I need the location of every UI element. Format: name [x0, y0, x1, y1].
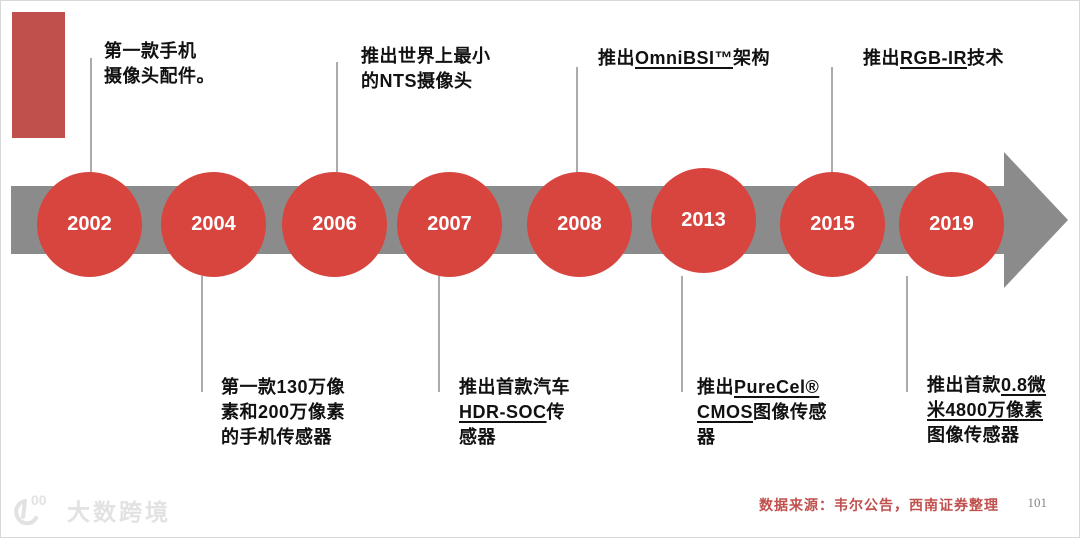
annotation-text: 第一款手机	[104, 41, 197, 61]
timeline-node-2008: 2008	[527, 172, 632, 277]
annotation-text: 推出	[863, 48, 900, 68]
timeline-node-2002: 2002	[37, 172, 142, 277]
annotation-line: 的NTS摄像头	[361, 69, 491, 94]
annotation-line: 推出首款0.8微	[927, 373, 1046, 398]
annotation-text: 素和200万像素	[221, 402, 346, 422]
annotation-line: 素和200万像素	[221, 400, 345, 425]
annotation-line: 推出OmniBSI™架构	[598, 46, 770, 71]
annotation-2006-smallest-nts-camera: 推出世界上最小的NTS摄像头	[361, 44, 491, 94]
watermark: 00 大数跨境	[11, 491, 171, 529]
annotation-2004-first-phone-sensors: 第一款130万像素和200万像素的手机传感器	[221, 375, 345, 450]
annotation-line: 米4800万像素	[927, 398, 1046, 423]
connector-line-2013	[681, 276, 683, 392]
annotation-text: 传	[546, 402, 565, 422]
annotation-text: 推出首款	[927, 375, 1001, 395]
connector-line-2004	[201, 276, 203, 392]
annotation-line: 图像传感器	[927, 423, 1046, 448]
year-label: 2008	[557, 213, 602, 235]
annotation-line: HDR-SOC传	[459, 400, 570, 425]
watermark-100-logo-icon: 00	[14, 492, 47, 526]
annotation-text: 感器	[459, 427, 496, 447]
annotation-text: 架构	[733, 48, 771, 68]
timeline-node-2007: 2007	[397, 172, 502, 277]
annotation-text: 技术	[967, 48, 1004, 68]
year-label: 2007	[427, 213, 472, 235]
annotation-text-underlined: OmniBSI™	[635, 48, 734, 68]
annotation-line: 的手机传感器	[221, 425, 345, 450]
data-source-note: 数据来源：韦尔公告，西南证券整理	[759, 497, 999, 513]
annotation-line: 摄像头配件。	[104, 64, 215, 89]
year-label: 2015	[810, 213, 855, 235]
connector-line-2008	[576, 67, 578, 173]
annotation-text: 推出	[697, 377, 734, 397]
connector-line-2007	[438, 276, 440, 392]
annotation-text: 的手机传感器	[221, 427, 332, 447]
timeline-node-2006: 2006	[282, 172, 387, 277]
connector-line-2019	[906, 276, 908, 392]
decorative-red-rectangle	[12, 12, 65, 138]
year-label: 2013	[681, 209, 726, 231]
timeline-node-2004: 2004	[161, 172, 266, 277]
svg-text:00: 00	[31, 492, 47, 508]
annotation-line: 第一款手机	[104, 39, 215, 64]
year-label: 2004	[191, 213, 236, 235]
annotation-line: 推出世界上最小	[361, 44, 491, 69]
annotation-text: 摄像头配件。	[104, 66, 215, 86]
annotation-text-underlined: PureCel®	[734, 377, 820, 397]
annotation-text: 推出	[598, 48, 635, 68]
annotation-line: CMOS图像传感	[697, 400, 827, 425]
annotation-text-underlined: 0.8微	[1001, 375, 1047, 395]
timeline-node-2019: 2019	[899, 172, 1004, 277]
annotation-text: 器	[697, 427, 716, 447]
annotation-2019-48mp-image-sensor: 推出首款0.8微米4800万像素图像传感器	[927, 373, 1046, 448]
connector-line-2006	[336, 62, 338, 173]
annotation-line: 器	[697, 425, 827, 450]
annotation-text-underlined: RGB-IR	[900, 48, 967, 68]
year-label: 2019	[929, 213, 974, 235]
annotation-text: 推出首款汽车	[459, 377, 570, 397]
annotation-line: 感器	[459, 425, 570, 450]
annotation-text: 推出世界上最小	[361, 46, 491, 66]
year-label: 2002	[67, 213, 112, 235]
annotation-line: 推出首款汽车	[459, 375, 570, 400]
annotation-line: 第一款130万像	[221, 375, 345, 400]
year-label: 2006	[312, 213, 357, 235]
annotation-text: 图像传感	[753, 402, 827, 422]
annotation-text-underlined: CMOS	[697, 402, 753, 422]
page-number: 101	[1027, 495, 1048, 510]
annotation-text-underlined: 米4800万像素	[927, 400, 1044, 420]
watermark-text: 大数跨境	[67, 499, 171, 525]
timeline-arrow-head-icon	[1004, 152, 1068, 288]
annotation-2002-first-phone-camera-accessory: 第一款手机摄像头配件。	[104, 39, 215, 89]
annotation-text: 第一款130万像	[221, 377, 346, 397]
annotation-text-underlined: HDR-SOC	[459, 402, 547, 422]
annotation-2015-rgb-ir-technology: 推出RGB-IR技术	[863, 46, 1004, 71]
annotation-2008-omnibsi-architecture: 推出OmniBSI™架构	[598, 46, 770, 71]
timeline-node-2015: 2015	[780, 172, 885, 277]
annotation-2013-purecel-cmos-sensor: 推出PureCel®CMOS图像传感器	[697, 375, 827, 450]
annotation-text: 图像传感器	[927, 425, 1020, 445]
connector-line-2002	[90, 58, 92, 173]
annotation-text: 的NTS摄像头	[361, 71, 473, 91]
annotation-line: 推出PureCel®	[697, 375, 827, 400]
connector-line-2015	[831, 67, 833, 173]
annotation-line: 推出RGB-IR技术	[863, 46, 1004, 71]
timeline-node-2013: 2013	[651, 168, 756, 273]
